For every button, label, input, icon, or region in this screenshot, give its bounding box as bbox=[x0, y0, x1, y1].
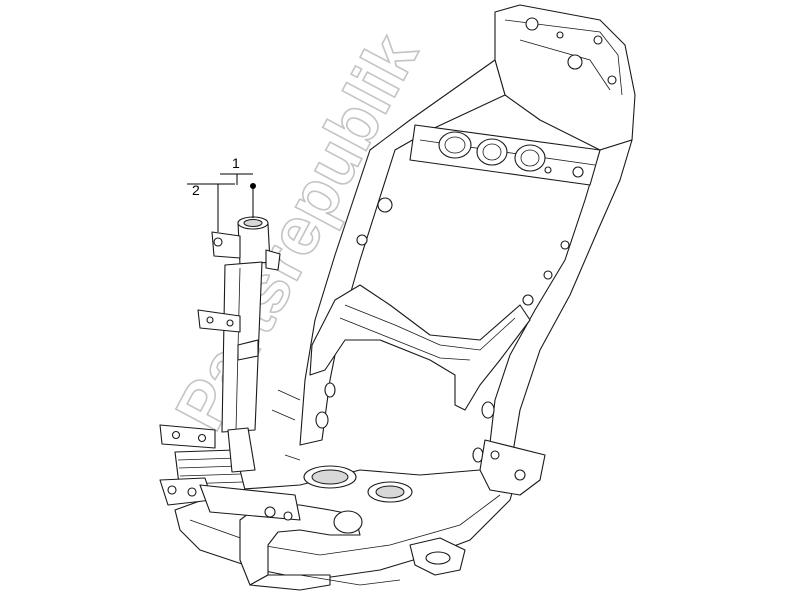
watermark: Partsrepublik bbox=[160, 22, 433, 443]
scooter-frame bbox=[174, 4, 636, 591]
steering-head-tube bbox=[159, 216, 301, 521]
callout-dot bbox=[250, 183, 256, 189]
watermark-text: Partsrepublik bbox=[161, 22, 432, 442]
callout-1: 1 bbox=[220, 155, 253, 185]
callout-2-label: 2 bbox=[192, 182, 200, 198]
callout-1-label: 1 bbox=[232, 155, 240, 171]
callout-2: 2 bbox=[187, 182, 256, 232]
